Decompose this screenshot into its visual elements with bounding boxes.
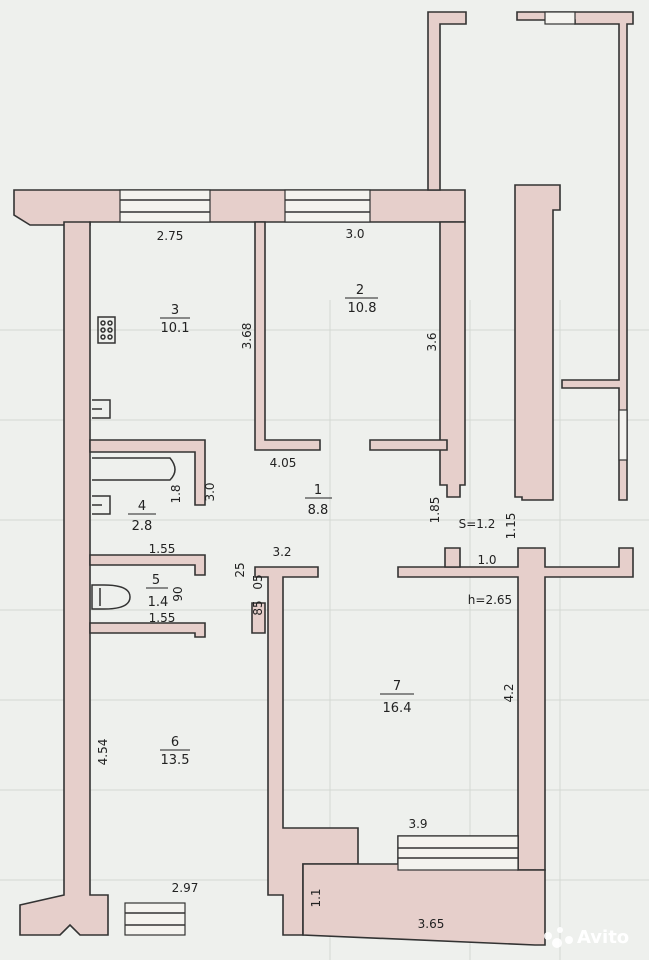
dim-balcony-depth: 1.85: [428, 497, 442, 524]
right-upper-wall: [439, 221, 466, 498]
watermark-text: Avito: [577, 927, 629, 948]
room-4-area: 2.8: [132, 519, 153, 534]
upper-protrusion-wall: [427, 11, 467, 191]
window-balcony: [544, 11, 576, 25]
paper-grid: [0, 300, 649, 960]
left-wall: [19, 221, 109, 936]
dim-room6-depth: 4.54: [96, 739, 110, 766]
dim-wc-depth: 90: [171, 586, 185, 601]
walls: [13, 11, 634, 946]
dim-ceiling-height: h=2.65: [468, 593, 512, 607]
dim-room6-width: 2.97: [172, 881, 199, 895]
partition-3-2: [254, 221, 321, 451]
bathtub-icon: [92, 457, 176, 481]
kitchen-sink-icon: [92, 399, 111, 419]
dim-room7-width: 3.65: [418, 917, 445, 931]
dim-wc-width: 1.55: [149, 611, 176, 625]
room-4-number: 4: [138, 499, 146, 514]
dim-door-b: 85: [251, 600, 265, 615]
dim-hall-lower-width: 3.2: [272, 545, 291, 559]
dim-room7-depth: 4.2: [502, 683, 516, 702]
dim-corridor-width: 1.1: [309, 888, 323, 907]
stove-icon: [97, 316, 116, 344]
bathroom-sink-icon: [92, 495, 111, 515]
room-1-number: 1: [314, 483, 322, 498]
wc-wall-top: [89, 554, 206, 576]
dim-bath-width: 1.55: [149, 542, 176, 556]
room-2-number: 2: [356, 283, 364, 298]
room-labels: 3 10.1 2 10.8 1 8.8 4 2.8 5 1.4 6 13.5 7…: [128, 283, 414, 768]
wc-wall-bottom: [89, 622, 206, 638]
dim-door-c: 05: [251, 574, 265, 589]
avito-watermark: Avito: [544, 927, 629, 948]
room7-right-wall: [397, 547, 634, 871]
window-room6: [124, 902, 186, 936]
balcony-stub: [444, 547, 461, 568]
room-3-area: 10.1: [161, 321, 190, 336]
window-room7: [397, 835, 519, 871]
dim-hall-width: 4.05: [270, 456, 297, 470]
partition-2-hall: [369, 439, 448, 451]
top-wall: [13, 189, 466, 226]
dim-room2-depth: 3.6: [425, 332, 439, 351]
room-7-number: 7: [393, 679, 401, 694]
window-room3: [119, 189, 211, 223]
balcony-block: [514, 184, 561, 501]
dimension-labels: 2.75 3.0 3.68 3.6 4.05 1.8 3.0 1.85 S=1.…: [96, 227, 518, 931]
dim-door-a: 25: [233, 562, 247, 577]
window-balcony-side: [618, 409, 628, 461]
dim-bath-depth-b: 3.0: [203, 482, 217, 501]
toilet-icon: [91, 584, 131, 610]
dim-room7-window: 3.9: [408, 817, 427, 831]
room-6-area: 13.5: [161, 753, 190, 768]
room-6-number: 6: [171, 735, 179, 750]
room-5-area: 1.4: [148, 595, 169, 610]
room-7-area: 16.4: [383, 701, 412, 716]
dim-room3-width: 2.75: [157, 229, 184, 243]
room-5-number: 5: [152, 573, 160, 588]
dim-room2-width: 3.0: [345, 227, 364, 241]
fixtures: [91, 316, 176, 610]
bathroom-wall-top: [89, 439, 206, 506]
dim-balcony-area: S=1.2: [459, 517, 496, 531]
dim-bath-depth-a: 1.8: [169, 484, 183, 503]
dim-balcony-width: 1.15: [504, 513, 518, 540]
door-jamb: [251, 602, 266, 634]
dim-room3-depth: 3.68: [240, 323, 254, 350]
windows: [119, 11, 628, 936]
room-1-area: 8.8: [308, 503, 329, 518]
room-3-number: 3: [171, 303, 179, 318]
dim-room7-door: 1.0: [477, 553, 496, 567]
window-room2: [284, 189, 371, 223]
room-2-area: 10.8: [348, 301, 377, 316]
